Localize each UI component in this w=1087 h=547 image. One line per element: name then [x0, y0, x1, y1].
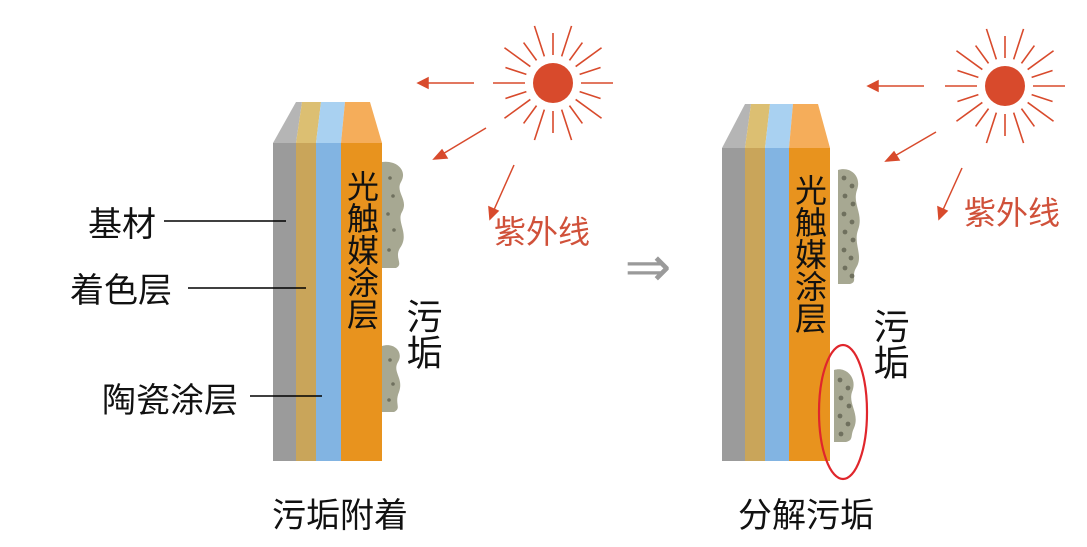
sun-icon [493, 25, 613, 141]
photocatalyst-layer-right [789, 148, 830, 461]
ceramic-layer-top [316, 102, 345, 143]
sun-icon-right [945, 28, 1065, 144]
dirt-blob-upper [382, 161, 405, 268]
photocatalyst-top-right [789, 104, 830, 148]
dirt-label-right: 污垢 [868, 308, 909, 380]
substrate-top-right [722, 104, 751, 148]
double-arrow-icon: ⇒ [625, 235, 672, 300]
substrate-label: 基材 [88, 205, 156, 245]
dirt-blob-lower [382, 345, 401, 412]
dirt-particle [849, 219, 855, 225]
photocatalyst-label-right: 光触媒涂层 [790, 174, 828, 334]
ceramic-layer-right [765, 148, 789, 461]
color-layer-top [296, 102, 321, 143]
dirt-particle [841, 175, 847, 181]
uv-label-left: 紫外线 [494, 213, 590, 251]
dirt-particle [842, 193, 848, 199]
dirt-particle [838, 395, 844, 401]
substrate-top [273, 102, 302, 143]
dirt-particle [842, 229, 848, 235]
dirt-particle [838, 431, 844, 437]
highlight-ring [817, 343, 869, 481]
dirt-particle [845, 421, 851, 427]
color-layer-right [745, 148, 765, 461]
uv-rays-right [866, 79, 963, 221]
color-layer [296, 143, 316, 461]
dirt-particle [850, 201, 856, 207]
uv-rays-left [416, 76, 515, 221]
dirt-particle [837, 413, 843, 419]
dirt-particle [848, 255, 854, 261]
photocatalyst-top [341, 102, 382, 143]
dirt-decomposing-upper [838, 169, 860, 284]
color-layer-label: 着色层 [70, 271, 172, 311]
dirt-particle [846, 403, 852, 409]
ceramic-layer [316, 143, 341, 461]
dirt-particle [849, 273, 855, 279]
caption-right: 分解污垢 [738, 496, 874, 536]
dirt-particle [837, 377, 843, 383]
dirt-particles-left [386, 176, 396, 402]
dirt-label: 污垢 [401, 298, 442, 370]
substrate-layer [273, 143, 296, 461]
dirt-particle [841, 247, 847, 253]
dirt-particle [850, 237, 856, 243]
left-panel: 光触媒涂层 污垢 基材 着色层 陶瓷涂层 紫外线 [70, 25, 613, 536]
dirt-particle [849, 183, 855, 189]
dirt-particle [845, 385, 851, 391]
substrate-layer-right [722, 148, 745, 461]
dirt-decomposing-lower [834, 369, 856, 442]
dirt-particle [842, 265, 848, 271]
photocatalyst-label: 光触媒涂层 [342, 170, 380, 330]
photocatalyst-layer [341, 143, 382, 461]
color-layer-top-right [745, 104, 770, 148]
ceramic-layer-label: 陶瓷涂层 [102, 381, 238, 421]
ceramic-layer-top-right [765, 104, 793, 148]
dirt-particles-right [837, 175, 856, 437]
caption-left: 污垢附着 [272, 496, 408, 536]
right-panel: 光触媒涂层 污垢 紫外线 分解污垢 [722, 28, 1065, 536]
dirt-particle [841, 211, 847, 217]
uv-label-right: 紫外线 [964, 194, 1060, 232]
